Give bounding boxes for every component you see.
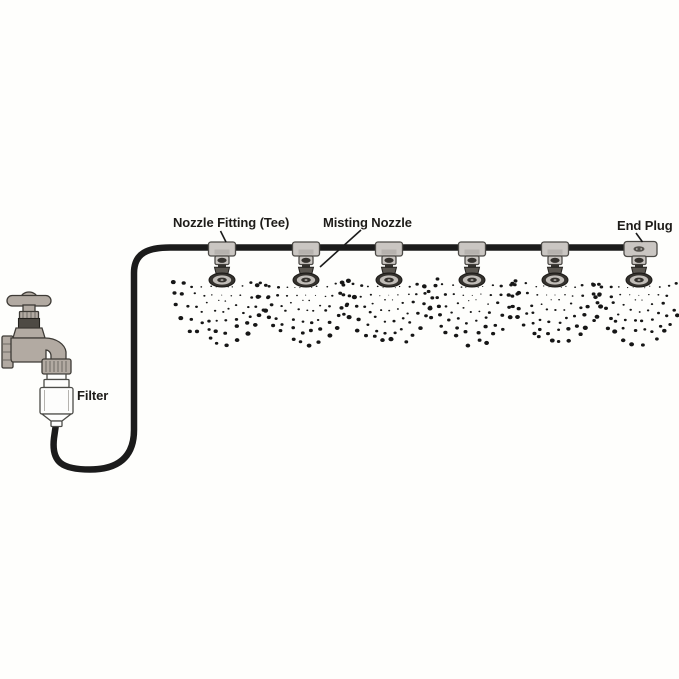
leader-nozzle-fitting [219, 230, 227, 243]
nozzle-neck [302, 264, 310, 268]
tee-nozzle-assembly [457, 241, 487, 288]
filter-body-shading [44, 390, 69, 411]
nozzle-neck [551, 264, 559, 268]
label-nozzle-fitting: Nozzle Fitting (Tee) [173, 215, 289, 230]
filter-unit [39, 358, 74, 428]
filter-collar [43, 378, 70, 389]
faucet-body-spout [10, 337, 67, 363]
tee-nozzle-assembly [540, 241, 570, 288]
label-end-plug: End Plug [617, 218, 673, 233]
tee-nozzle-assembly [207, 241, 237, 288]
tee-nozzle-assembly [374, 241, 404, 288]
tee-fitting-shade [464, 249, 480, 255]
label-filter: Filter [77, 388, 108, 403]
nozzle-seat-opening [384, 257, 394, 263]
nozzle-neck [385, 264, 393, 268]
nozzle-seat-opening [301, 257, 311, 263]
mist-spray [254, 278, 357, 348]
end-plug-assembly [623, 240, 658, 288]
tee-nozzle-assembly [291, 241, 321, 288]
mist-spray [170, 280, 270, 348]
faucet-packing-nut [17, 317, 41, 329]
label-misting-nozzle: Misting Nozzle [323, 215, 412, 230]
nozzle-neck [218, 264, 226, 268]
hose-coupling-ribs [45, 361, 67, 372]
faucet-collar-ribs [22, 312, 36, 319]
mist-spray [338, 277, 440, 344]
nozzle-seat-opening [550, 257, 560, 263]
nozzle-seat-opening [217, 257, 227, 263]
tee-fitting-shade [547, 249, 563, 255]
mist-spray [421, 281, 522, 348]
supply-tube [50, 244, 647, 473]
filter-outlet [50, 420, 63, 428]
mist-layer [170, 277, 679, 348]
annotations: Nozzle Fitting (Tee) Misting Nozzle End … [77, 215, 673, 403]
tee-fitting-shade [214, 249, 230, 255]
end-plug-detail [633, 246, 645, 252]
fittings-layer [207, 240, 658, 288]
leader-end-plug [635, 232, 644, 243]
faucet-bonnet [12, 327, 46, 339]
leader-misting-nozzle [319, 229, 362, 268]
filter-taper [40, 413, 73, 422]
faucet [1, 291, 67, 369]
nozzle-seat-opening [467, 257, 477, 263]
mist-spray [509, 279, 604, 343]
nozzle-neck [635, 264, 643, 268]
nozzle-neck [468, 264, 476, 268]
nozzle-seat-opening [634, 257, 644, 263]
mist-spray [591, 282, 679, 347]
tee-fitting-shade [298, 249, 314, 255]
tee-fitting-shade [381, 249, 397, 255]
filter-neck [46, 373, 67, 381]
